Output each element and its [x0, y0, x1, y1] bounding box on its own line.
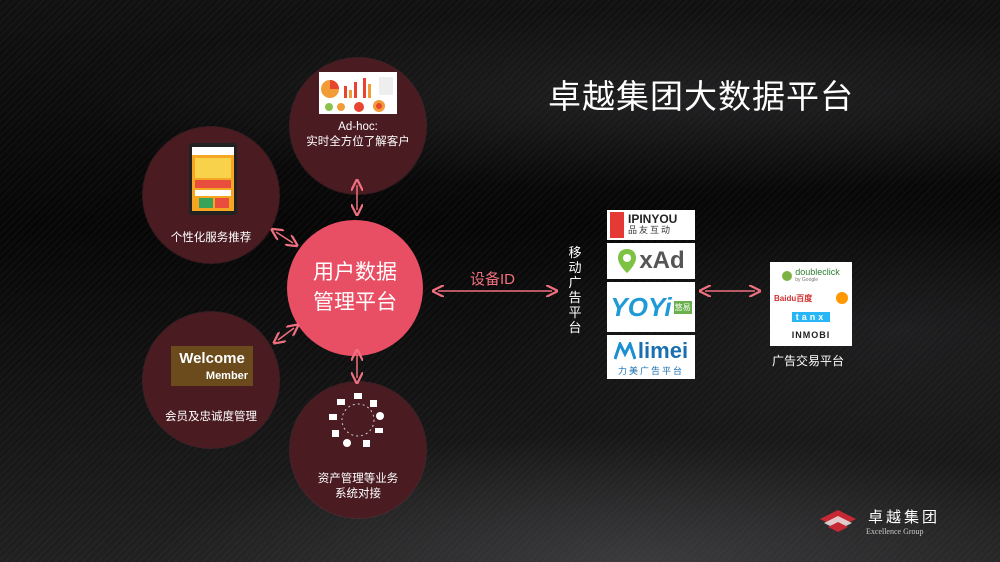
limei-sub: 力美广告平台 [617, 365, 684, 376]
ipinyou-name: IPINYOU [628, 212, 678, 226]
inmobi-name: INMOBI [791, 330, 831, 340]
page-title: 卓越集团大数据平台 [548, 78, 854, 115]
exchange-label: 广告交易平台 [772, 354, 845, 368]
adhoc-label-1: Ad-hoc: [338, 121, 378, 133]
center-label-2: 管理平台 [313, 291, 397, 314]
xad-pin-icon [618, 249, 637, 273]
tanx-name: tanx [791, 312, 831, 322]
limei-name: limei [637, 337, 689, 363]
dashboard-thumbnail [319, 72, 397, 114]
business-icons-ring [329, 393, 384, 447]
logo-yoyi: YOYi 悠易 [607, 282, 695, 332]
member-label: 会员及忠诚度管理 [165, 411, 257, 423]
logo-ipinyou: IPINYOU 品友互动 [607, 210, 695, 240]
logo-limei: limei 力美广告平台 [607, 335, 695, 379]
welcome-member-image: Welcome Member [171, 346, 253, 386]
brand-name-en: Excellence Group [866, 527, 924, 536]
device-id-label: 设备ID [470, 271, 516, 288]
welcome-text: Welcome [179, 350, 245, 367]
doubleclick-icon [782, 271, 793, 281]
adhoc-label-2: 实时全方位了解客户 [306, 136, 410, 148]
brand-name-cn: 卓越集团 [868, 509, 941, 526]
brand-logo-icon [820, 510, 856, 532]
center-node: 用户数据 管理平台 [287, 220, 423, 356]
node-member: Welcome Member 会员及忠诚度管理 [143, 312, 279, 448]
personalized-label: 个性化服务推荐 [170, 232, 252, 244]
node-personalized: 个性化服务推荐 [143, 127, 279, 263]
exchange-logos: doubleclick by Google Baidu百度 tanx INMOB… [770, 262, 852, 346]
xad-name: xAd [639, 247, 685, 274]
asset-label-2: 系统对接 [335, 488, 381, 500]
member-text: Member [206, 370, 249, 382]
yoyi-name: YOYi [610, 291, 672, 322]
limei-m-icon [613, 341, 636, 359]
mobile-platform-label: 移动广告平台 [568, 245, 582, 335]
baidu-name: Baidu百度 [774, 293, 813, 303]
doubleclick-sub: by Google [795, 277, 819, 283]
ipinyou-sub: 品友互动 [628, 225, 673, 235]
yoyi-sub: 悠易 [673, 300, 692, 314]
logo-xad: xAd [607, 243, 695, 279]
arrow-to-personalized [276, 232, 293, 243]
node-asset: 资产管理等业务 系统对接 [290, 382, 426, 518]
doubleclick-name: doubleclick [795, 267, 840, 277]
center-label-1: 用户数据 [313, 261, 397, 284]
node-adhoc: Ad-hoc: 实时全方位了解客户 [290, 58, 426, 194]
arrow-to-member [278, 328, 294, 340]
phone-app-thumbnail [189, 143, 237, 215]
orange-logo-icon [836, 292, 848, 304]
asset-label-1: 资产管理等业务 [317, 473, 399, 485]
